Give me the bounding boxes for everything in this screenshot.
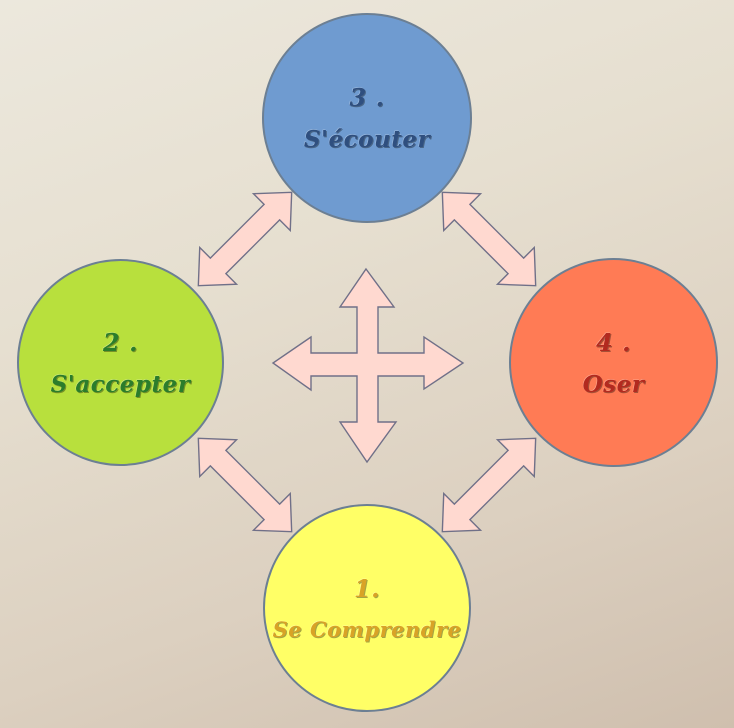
- double-arrow-icon: [197, 191, 293, 287]
- node-se-comprendre: 1. Se Comprendre: [263, 504, 471, 712]
- node-s-ecouter: 3 . S'écouter: [262, 13, 472, 223]
- node-number: 3 .: [349, 83, 385, 112]
- node-label: Se Comprendre: [272, 617, 462, 642]
- four-way-arrow-icon: [271, 267, 465, 464]
- node-number: 4 .: [596, 327, 631, 357]
- node-label: S'accepter: [50, 370, 191, 398]
- node-label: Oser: [582, 370, 645, 398]
- node-label: S'écouter: [303, 126, 431, 153]
- node-oser: 4 . Oser: [509, 258, 718, 467]
- node-number: 1.: [353, 574, 381, 603]
- double-arrow-icon: [441, 437, 537, 533]
- double-arrow-icon: [197, 437, 293, 533]
- node-number: 2 .: [103, 327, 138, 357]
- node-s-accepter: 2 . S'accepter: [17, 259, 224, 466]
- double-arrow-icon: [441, 191, 537, 287]
